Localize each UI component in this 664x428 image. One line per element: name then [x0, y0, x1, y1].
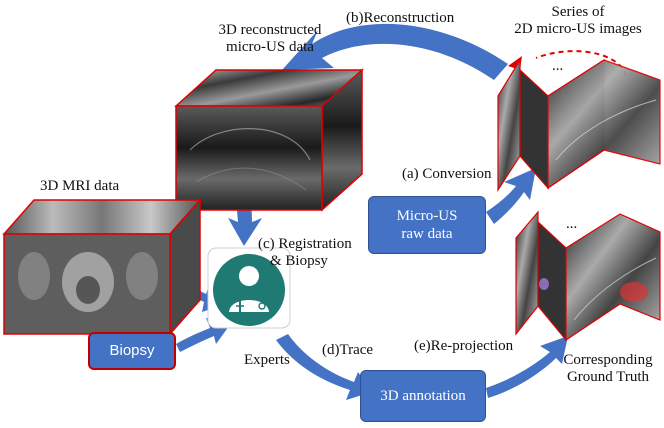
micro-us-raw-line1: Micro-US [396, 208, 458, 224]
reconstructed-cube [174, 68, 364, 212]
registration-line1: (c) Registration [258, 236, 352, 252]
conversion-arrow [486, 168, 536, 224]
reprojection-label: (e)Re-projection [414, 338, 514, 354]
experts-label: Experts [244, 352, 290, 368]
micro-us-slices [497, 57, 661, 193]
mri-cube [2, 198, 202, 336]
micro-us-raw-data-box: Micro-US raw data [368, 196, 486, 254]
reconstructed-title-line1: 3D reconstructed [218, 22, 322, 38]
trace-label: (d)Trace [322, 342, 374, 358]
ellipsis-bottom: ... [566, 216, 578, 232]
ground-truth-slices [515, 210, 661, 342]
mri-title: 3D MRI data [40, 178, 120, 194]
conversion-label: (a) Conversion [402, 166, 492, 182]
biopsy-box: Biopsy [88, 332, 176, 370]
series-title: Series of 2D micro-US images [498, 4, 658, 38]
reprojection-arrow [486, 336, 568, 398]
ground-truth-line1: Corresponding [563, 352, 653, 368]
series-title-line2: 2D micro-US images [514, 21, 642, 37]
series-title-line1: Series of [551, 4, 605, 20]
trace-arrow [276, 334, 372, 400]
registration-label: (c) Registration & Biopsy [258, 236, 352, 270]
annotation-3d-box: 3D annotation [360, 370, 486, 422]
reconstructed-title-line2: micro-US data [226, 39, 314, 55]
ground-truth-line2: Ground Truth [566, 369, 650, 385]
registration-line2: & Biopsy [270, 253, 328, 269]
reconstructed-title: 3D reconstructed micro-US data [206, 22, 334, 56]
micro-us-raw-line2: raw data [401, 226, 453, 242]
ellipsis-top: ... [552, 58, 564, 74]
reconstruction-arrow [282, 23, 508, 80]
ground-truth-title: Corresponding Ground Truth [556, 352, 660, 386]
expert-doctor-icon [207, 247, 291, 329]
reconstruction-label: (b)Reconstruction [346, 10, 455, 26]
